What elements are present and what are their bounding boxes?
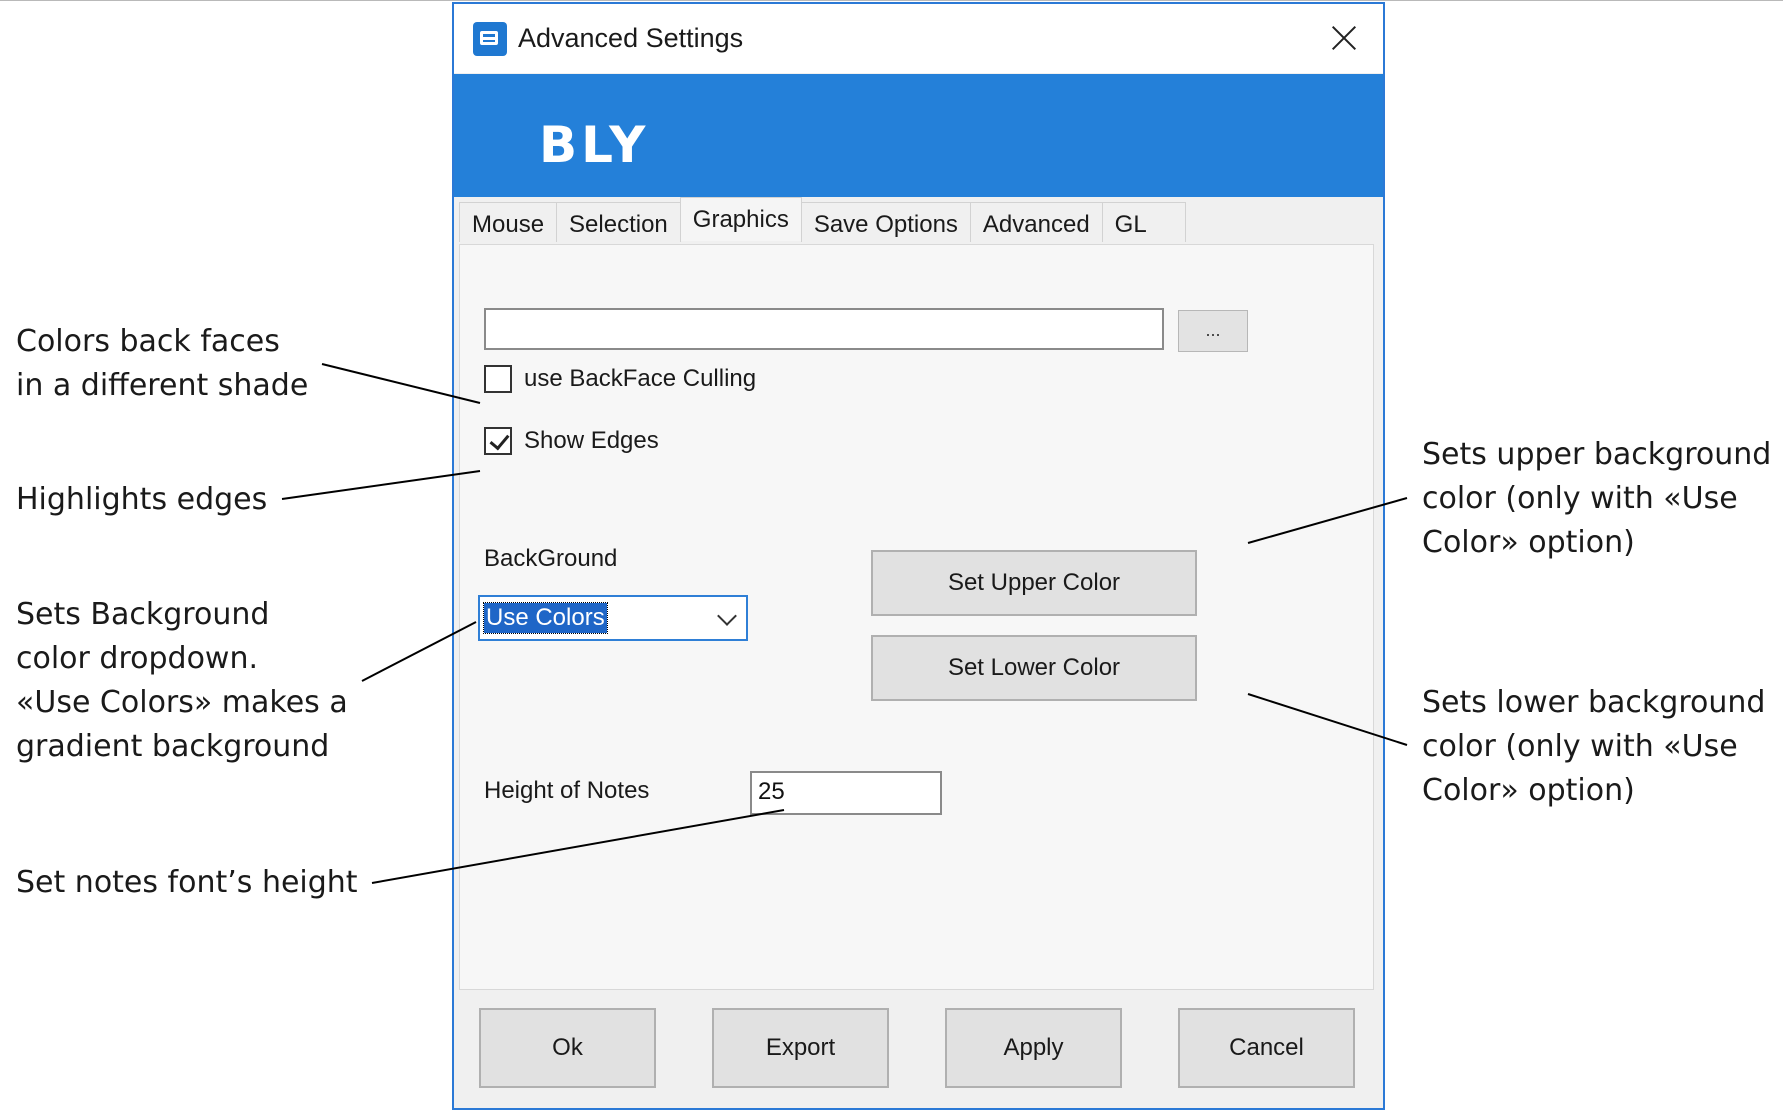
tab-advanced[interactable]: Advanced	[969, 202, 1103, 242]
app-icon	[473, 22, 507, 56]
apply-button[interactable]: Apply	[945, 1008, 1122, 1088]
backface-culling-checkbox[interactable]	[484, 365, 512, 393]
tab-save-options[interactable]: Save Options	[800, 202, 971, 242]
advanced-settings-dialog: Advanced Settings BLY Mouse Selection Gr…	[452, 2, 1385, 1110]
browse-button[interactable]: ...	[1178, 310, 1248, 352]
tab-strip: Mouse Selection Graphics Save Options Ad…	[459, 197, 1186, 244]
leader-backfaces	[321, 363, 481, 404]
window-title: Advanced Settings	[518, 23, 744, 53]
annotation-background: Sets Background color dropdown. «Use Col…	[16, 597, 348, 764]
ok-button[interactable]: Ok	[479, 1008, 656, 1088]
brand-banner: BLY	[454, 74, 1383, 197]
backface-culling-row: use BackFace Culling	[484, 365, 756, 393]
tab-mouse[interactable]: Mouse	[459, 202, 558, 242]
leader-upper	[1247, 497, 1408, 544]
set-upper-color-button[interactable]: Set Upper Color	[871, 550, 1197, 616]
set-lower-color-button[interactable]: Set Lower Color	[871, 635, 1197, 701]
annotation-notes: Set notes font’s height	[16, 865, 358, 900]
tab-selection[interactable]: Selection	[556, 202, 681, 242]
leader-edges	[281, 470, 481, 500]
annotation-upper: Sets upper background color (only with «…	[1422, 437, 1772, 560]
top-border-line	[0, 0, 1783, 1]
leader-lower	[1247, 693, 1408, 746]
annotation-lower: Sets lower background color (only with «…	[1422, 685, 1766, 808]
export-button[interactable]: Export	[712, 1008, 889, 1088]
path-input[interactable]	[484, 308, 1164, 350]
title-bar: Advanced Settings	[454, 4, 1383, 73]
annotation-edges: Highlights edges	[16, 482, 268, 517]
background-selected-value: Use Colors	[483, 602, 608, 634]
brand-logo: BLY	[539, 116, 650, 174]
tab-gl[interactable]: GL	[1101, 202, 1186, 242]
background-dropdown[interactable]: Use Colors	[478, 595, 748, 641]
show-edges-row: Show Edges	[484, 427, 659, 455]
show-edges-label: Show Edges	[524, 427, 659, 454]
leader-notes	[371, 809, 785, 884]
annotation-backfaces: Colors back faces in a different shade	[16, 324, 309, 403]
cancel-button[interactable]: Cancel	[1178, 1008, 1355, 1088]
leader-background	[361, 621, 477, 682]
backface-culling-label: use BackFace Culling	[524, 365, 757, 392]
height-of-notes-input[interactable]: 25	[750, 771, 942, 815]
show-edges-checkbox[interactable]	[484, 427, 512, 455]
height-of-notes-label: Height of Notes	[484, 777, 650, 804]
graphics-panel: ... use BackFace Culling Show Edges Back…	[459, 244, 1374, 990]
background-label: BackGround	[484, 545, 618, 572]
